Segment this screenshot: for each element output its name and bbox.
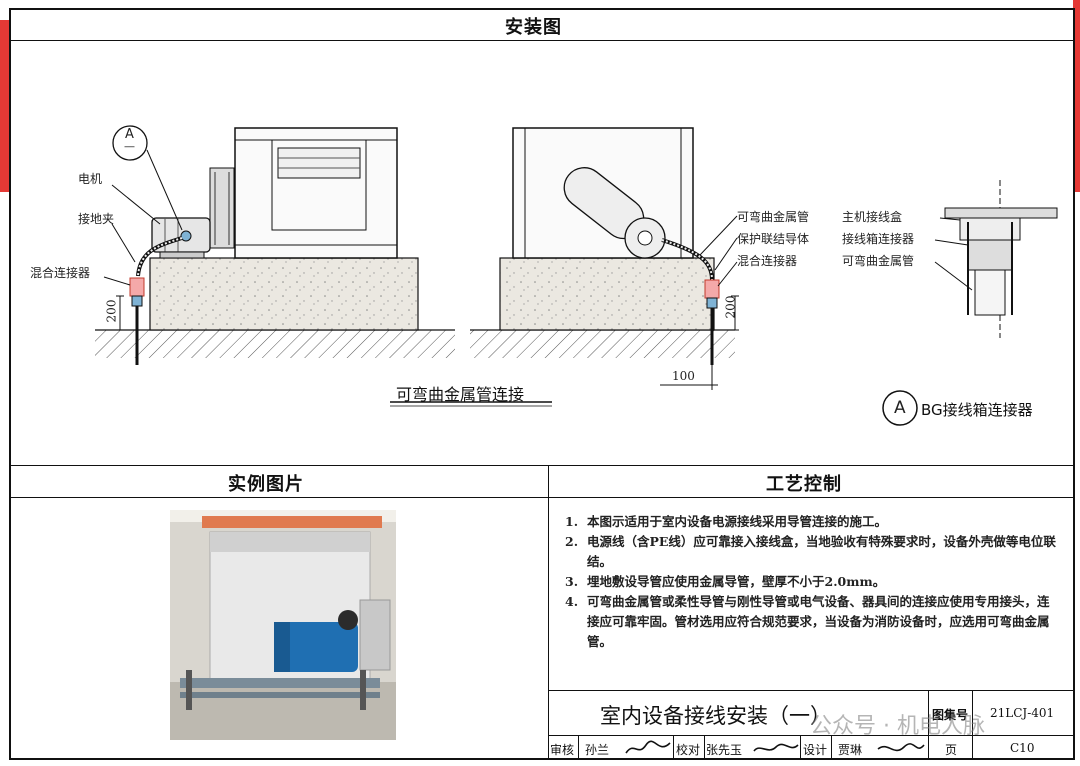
callout-letter: A xyxy=(125,127,134,142)
tb-sep xyxy=(831,735,832,760)
label-hybrid-connector-left: 混合连接器 xyxy=(30,266,91,280)
dim-200-left: 200 xyxy=(104,299,119,323)
review-label: 审核 xyxy=(550,743,575,757)
main-caption: 可弯曲金属管连接 xyxy=(396,385,525,404)
section-divider-bottom xyxy=(9,497,1075,498)
callout-sub: — xyxy=(124,140,135,153)
atlas-number: 21LCJ-401 xyxy=(990,706,1055,720)
label-box-connector: 接线箱连接器 xyxy=(842,232,915,246)
ground-hatch-left xyxy=(95,330,455,358)
tb-sep xyxy=(800,735,801,760)
right-view xyxy=(470,127,739,390)
check-name: 张先玉 xyxy=(706,743,743,757)
label-hybrid-connector-right: 混合连接器 xyxy=(737,254,798,268)
label-flexible-conduit-detail: 可弯曲金属管 xyxy=(842,254,915,268)
detail-letter: A xyxy=(894,398,906,418)
left-view xyxy=(95,125,455,365)
page-number: C10 xyxy=(1010,741,1035,755)
label-main-junction-box: 主机接线盒 xyxy=(842,210,903,224)
title-block-row xyxy=(548,735,1075,736)
section-divider-top xyxy=(9,465,1075,466)
note-item: 2.电源线（含PE线）应可靠接入接线盒，当地验收有特殊要求时，设备外壳做等电位联… xyxy=(565,534,1056,569)
detail-caption: BG接线箱连接器 xyxy=(921,401,1033,419)
design-name: 贾琳 xyxy=(838,743,863,757)
design-label: 设计 xyxy=(803,743,828,757)
drawing-frame xyxy=(9,8,1075,760)
photo-title: 实例图片 xyxy=(228,474,304,495)
check-label: 校对 xyxy=(676,743,701,757)
signature-review xyxy=(625,740,671,754)
tb-sep xyxy=(578,735,579,760)
red-side-bar-left xyxy=(0,20,9,192)
process-notes: 1.本图示适用于室内设备电源接线采用导管连接的施工。 2.电源线（含PE线）应可… xyxy=(565,512,1060,652)
tb-sep xyxy=(704,735,705,760)
concrete-base-left xyxy=(149,257,419,331)
process-title: 工艺控制 xyxy=(766,474,842,495)
review-name: 孙兰 xyxy=(585,743,610,757)
section-divider-vertical xyxy=(548,465,549,690)
signature-check xyxy=(753,743,799,752)
note-item: 3.埋地敷设导管应使用金属导管，壁厚不小于2.0mm。 xyxy=(565,574,886,589)
dim-200-right: 200 xyxy=(723,295,738,319)
ground-hatch-right xyxy=(470,330,735,358)
title-block-atlas-sep xyxy=(928,690,929,760)
header-divider xyxy=(9,40,1075,41)
title-block-atlas-sep2 xyxy=(972,690,973,760)
title-block-left xyxy=(548,690,549,760)
title-block-top xyxy=(548,690,1075,691)
drawing-name: 室内设备接线安装（一） xyxy=(600,704,831,728)
red-side-bar-right xyxy=(1073,0,1080,192)
label-motor: 电机 xyxy=(78,172,103,186)
dim-100: 100 xyxy=(672,369,695,383)
label-bonding-conductor: 保护联结导体 xyxy=(737,232,810,246)
install-title: 安装图 xyxy=(505,17,562,38)
atlas-label: 图集号 xyxy=(932,708,969,722)
tb-sep xyxy=(673,735,674,760)
watermark: 公众号 · 机电人脉 xyxy=(810,714,985,739)
detail-a-view xyxy=(882,180,1058,426)
page-label: 页 xyxy=(945,743,958,757)
example-photo xyxy=(170,510,396,740)
signature-design xyxy=(877,743,925,752)
note-item: 4.可弯曲金属管或柔性导管与刚性导管或电气设备、器具间的连接应使用专用接头，连接… xyxy=(565,594,1050,649)
label-ground-clamp: 接地夹 xyxy=(78,212,115,226)
concrete-base-right xyxy=(499,257,715,331)
label-flexible-conduit-right: 可弯曲金属管 xyxy=(737,210,810,224)
note-item: 1.本图示适用于室内设备电源接线采用导管连接的施工。 xyxy=(565,514,888,529)
installation-drawing xyxy=(95,125,1058,426)
